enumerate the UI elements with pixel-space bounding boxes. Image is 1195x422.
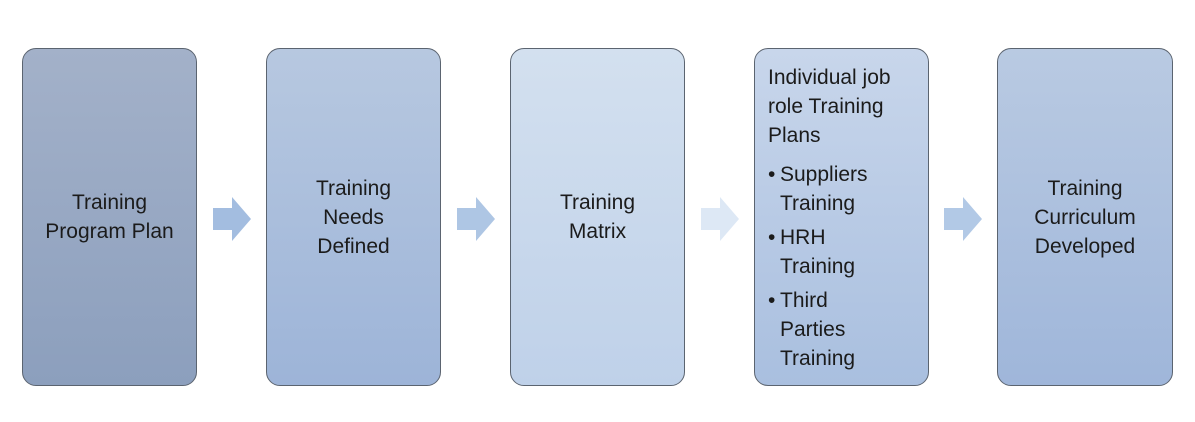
step-training-program-plan: Training Program Plan bbox=[22, 48, 197, 386]
step-training-curriculum-developed: Training Curriculum Developed bbox=[997, 48, 1173, 386]
step-training-matrix: Training Matrix bbox=[510, 48, 685, 386]
step-label: Training Needs Defined bbox=[315, 176, 392, 258]
list-item-label: Third Parties Training bbox=[780, 289, 856, 370]
step-individual-job-role-training-plans: Individual job role Training Plans • Sup… bbox=[754, 48, 929, 386]
step-label: Training Curriculum Developed bbox=[1034, 176, 1136, 258]
list-item-label: Suppliers Training bbox=[780, 163, 868, 215]
arrow-right-icon bbox=[457, 197, 495, 241]
list-item: • HRH Training bbox=[768, 223, 920, 281]
arrow-right-icon bbox=[944, 197, 982, 241]
list-item-label: HRH Training bbox=[780, 226, 856, 278]
arrow-right-icon bbox=[701, 197, 739, 241]
arrow-right-icon bbox=[213, 197, 251, 241]
bullet-icon: • bbox=[768, 226, 776, 249]
step-training-needs-defined: Training Needs Defined bbox=[266, 48, 441, 386]
training-list: • Suppliers Training • HRH Training • Th… bbox=[768, 160, 920, 373]
step-label: Training Program Plan bbox=[45, 191, 174, 243]
list-item: • Suppliers Training bbox=[768, 160, 920, 218]
bullet-icon: • bbox=[768, 289, 776, 312]
step-label: Training Matrix bbox=[559, 191, 636, 243]
list-item: • Third Parties Training bbox=[768, 286, 920, 373]
step-title: Individual job role Training Plans bbox=[768, 66, 891, 147]
bullet-icon: • bbox=[768, 163, 776, 186]
